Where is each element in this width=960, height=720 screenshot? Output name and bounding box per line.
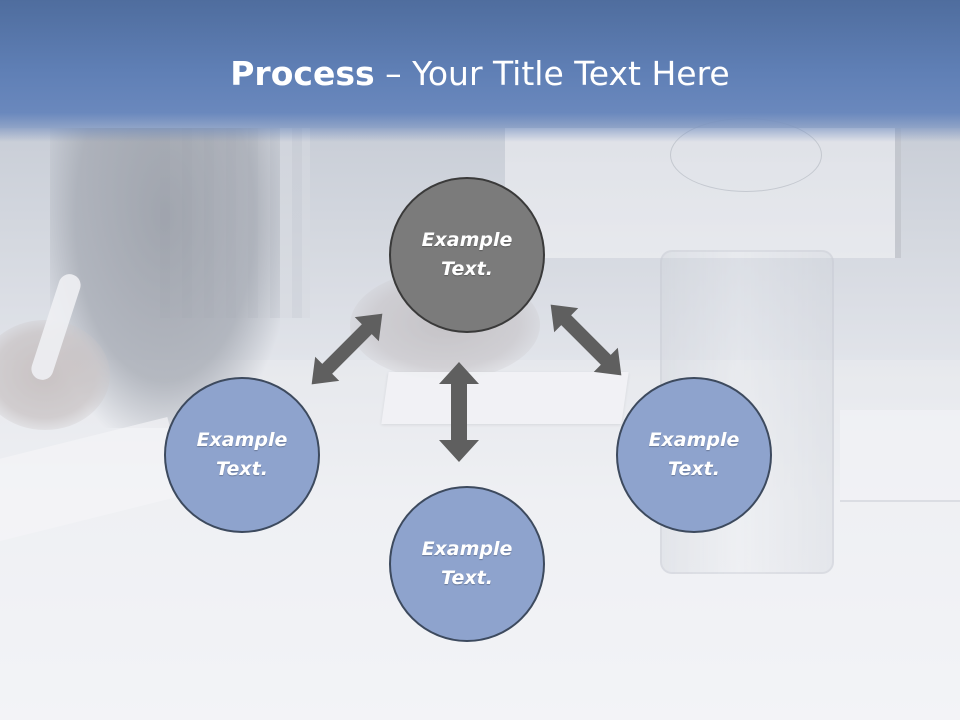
double-arrow-icon bbox=[550, 304, 622, 376]
bottom-circle[interactable]: Example Text. bbox=[389, 486, 545, 642]
double-arrow-icon bbox=[311, 313, 383, 385]
center-circle-line2: Text. bbox=[441, 258, 493, 280]
right-circle[interactable]: Example Text. bbox=[616, 377, 772, 533]
bottom-circle-line2: Text. bbox=[441, 567, 493, 589]
center-circle-label: Example Text. bbox=[422, 226, 513, 284]
slide-title[interactable]: Process – Your Title Text Here bbox=[0, 52, 960, 96]
left-circle-label: Example Text. bbox=[197, 426, 288, 484]
right-circle-label: Example Text. bbox=[649, 426, 740, 484]
right-circle-line2: Text. bbox=[668, 458, 720, 480]
title-rest-part: – Your Title Text Here bbox=[374, 54, 730, 93]
center-circle[interactable]: Example Text. bbox=[389, 177, 545, 333]
title-bar: Process – Your Title Text Here bbox=[0, 0, 960, 142]
bottom-circle-line1: Example bbox=[421, 538, 513, 560]
left-circle[interactable]: Example Text. bbox=[164, 377, 320, 533]
center-circle-line1: Example bbox=[421, 229, 513, 251]
background-paper bbox=[840, 410, 960, 502]
left-circle-line2: Text. bbox=[216, 458, 268, 480]
right-circle-line1: Example bbox=[648, 429, 740, 451]
double-arrow-icon bbox=[439, 362, 479, 462]
title-bold-part: Process bbox=[230, 54, 375, 93]
bottom-circle-label: Example Text. bbox=[422, 535, 513, 593]
left-circle-line1: Example bbox=[196, 429, 288, 451]
